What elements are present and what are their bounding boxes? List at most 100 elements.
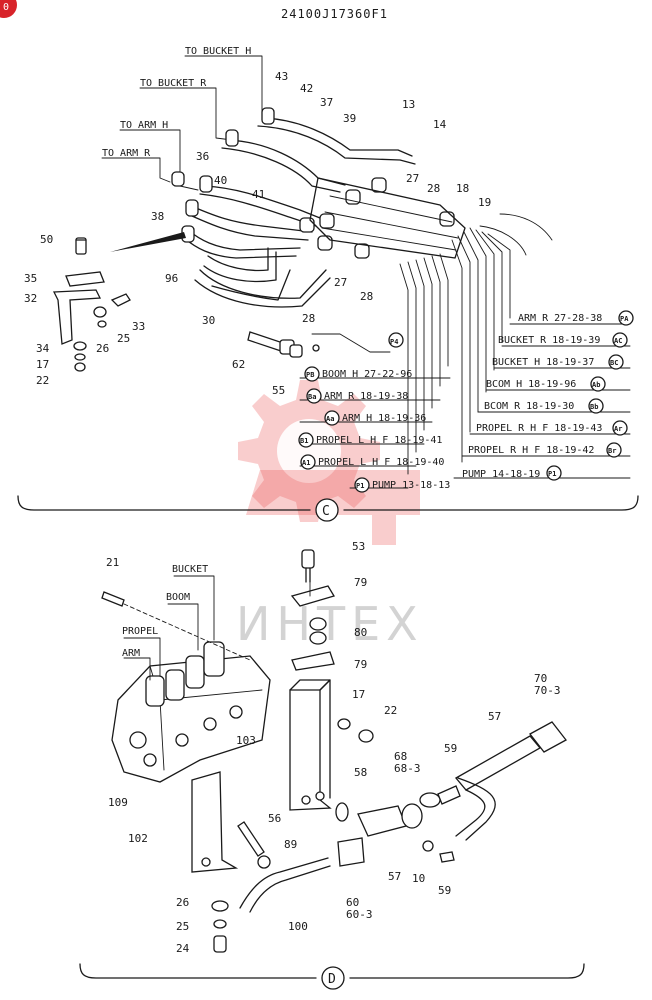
port-badge: Ar — [614, 425, 622, 433]
drawing-number: 24100J17360F1 — [281, 7, 388, 21]
part-number: 102 — [128, 832, 148, 845]
part-number: 57 — [488, 710, 501, 723]
part-number: 13 — [402, 98, 415, 111]
port-badge: Aa — [326, 415, 334, 423]
port-badge: P1 — [548, 470, 556, 478]
part-number: 62 — [232, 358, 245, 371]
part-number: 89 — [284, 838, 297, 851]
svg-text:0: 0 — [3, 2, 9, 13]
part-number: 25 — [176, 920, 189, 933]
label-to-arm-h: TO ARM H — [120, 120, 168, 131]
label-bucket: BUCKET — [172, 564, 208, 575]
part-number: 24 — [176, 942, 190, 955]
port-badge: Ba — [308, 393, 316, 401]
part-number: 42 — [300, 82, 313, 95]
port-line-label: BUCKET R 18-19-39 — [498, 335, 600, 346]
port-line-label: PUMP 14-18-19 — [462, 469, 540, 480]
part-number: 70 — [534, 672, 547, 685]
part-number: 17 — [36, 358, 49, 371]
part-number: 18 — [456, 182, 469, 195]
part-number: 38 — [151, 210, 164, 223]
port-line-label: PROPEL L H F 18-19-41 — [316, 435, 442, 446]
section-d-labels: BUCKET BOOM PROPEL ARM — [122, 564, 208, 659]
part-number: 59 — [444, 742, 457, 755]
part-number: 79 — [354, 576, 367, 589]
port-badge: AC — [614, 337, 622, 345]
part-number: 25 — [117, 332, 130, 345]
part-number: 14 — [433, 118, 447, 131]
port-badge: PA — [620, 315, 629, 323]
part-number: 27 — [406, 172, 419, 185]
part-number: 100 — [288, 920, 308, 933]
port-line-label: BUCKET H 18-19-37 — [492, 357, 594, 368]
port-line-label: BCOM H 18-19-96 — [486, 379, 576, 390]
watermark-text: ИНТЕХ — [236, 597, 424, 651]
port-badge: A1 — [302, 459, 310, 467]
part-number: 57 — [388, 870, 401, 883]
part-number: 39 — [343, 112, 356, 125]
port-badge: Br — [608, 447, 616, 455]
label-arm: ARM — [122, 648, 140, 659]
part-number: 19 — [478, 196, 491, 209]
label-boom: BOOM — [166, 592, 190, 603]
part-number: 80 — [354, 626, 367, 639]
part-number: 70-3 — [534, 684, 561, 697]
port-line-label: ARM H 18-19-36 — [342, 413, 426, 424]
part-number: 43 — [275, 70, 288, 83]
label-propel: PROPEL — [122, 626, 158, 637]
port-line-label: PROPEL R H F 18-19-42 — [468, 445, 594, 456]
port-line-label: PUMP 13-18-13 — [372, 480, 450, 491]
part-number: 32 — [24, 292, 37, 305]
part-number: 79 — [354, 658, 367, 671]
port-badge: BC — [610, 359, 618, 367]
part-number: 22 — [36, 374, 49, 387]
part-number: 33 — [132, 320, 145, 333]
section-d-drawing — [79, 549, 585, 990]
section-d-part-numbers: 21 53 79 80 79 17 22 103 109 70 70-3 57 … — [106, 540, 561, 955]
port-line-label: BOOM H 27-22-96 — [322, 369, 412, 380]
part-number: 59 — [438, 884, 451, 897]
label-to-bucket-r: TO BUCKET R — [140, 78, 207, 89]
section-c-drawing — [17, 55, 639, 522]
part-number: 36 — [196, 150, 209, 163]
part-number: 109 — [108, 796, 128, 809]
section-c-destination-labels: TO BUCKET H TO BUCKET R TO ARM H TO ARM … — [102, 46, 251, 159]
section-c-port-labels: ARM R 27-28-38 PA BUCKET R 18-19-39 AC B… — [298, 310, 634, 493]
port-badge: Bb — [590, 403, 598, 411]
port-badge: P1 — [356, 482, 364, 490]
part-number: 58 — [354, 766, 367, 779]
part-number: 10 — [412, 872, 425, 885]
part-number: 22 — [384, 704, 397, 717]
part-number: 60-3 — [346, 908, 373, 921]
port-line-label: ARM R 18-19-38 — [324, 391, 408, 402]
part-number: 55 — [272, 384, 285, 397]
part-number: 28 — [302, 312, 315, 325]
part-number: 27 — [334, 276, 347, 289]
part-number: 28 — [360, 290, 373, 303]
port-badge: Ab — [592, 381, 600, 389]
port-badge: B1 — [300, 437, 308, 445]
port-line-label: BCOM R 18-19-30 — [484, 401, 574, 412]
port-line-label: PROPEL L H F 18-19-40 — [318, 457, 444, 468]
section-c-part-numbers: 43 42 37 13 14 39 36 40 41 38 27 28 18 1… — [24, 70, 491, 397]
part-number: 56 — [268, 812, 281, 825]
part-number: 68-3 — [394, 762, 421, 775]
port-line-label: ARM R 27-28-38 — [518, 313, 602, 324]
port-badge: PB — [306, 371, 314, 379]
part-number: 41 — [252, 188, 265, 201]
part-number: 103 — [236, 734, 256, 747]
part-number: 26 — [176, 896, 189, 909]
part-number: 17 — [352, 688, 365, 701]
part-number: 37 — [320, 96, 333, 109]
part-number: 34 — [36, 342, 50, 355]
section-c-marker: C — [322, 504, 330, 519]
section-d-marker: D — [328, 972, 336, 987]
part-number: 28 — [427, 182, 440, 195]
part-number: 30 — [202, 314, 215, 327]
part-number: 60 — [346, 896, 359, 909]
part-number: 35 — [24, 272, 37, 285]
part-number: 53 — [352, 540, 365, 553]
corner-badge: 0 — [0, 0, 17, 18]
